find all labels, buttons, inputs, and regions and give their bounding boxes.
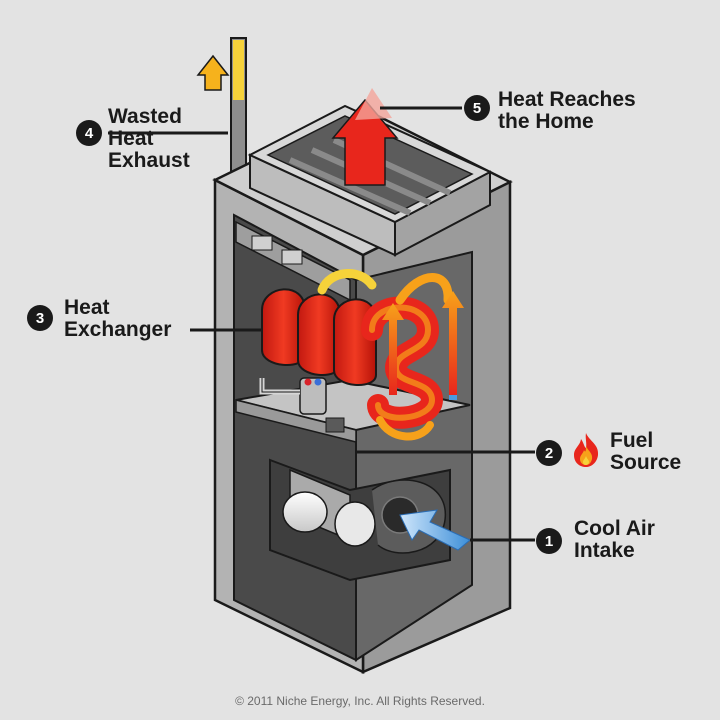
heat-flow-path	[317, 269, 453, 441]
callout-3-line-2: Exchanger	[64, 318, 172, 341]
callout-5-line-1: Heat Reaches	[498, 88, 636, 111]
callout-2-label: Fuel Source	[610, 430, 681, 474]
callout-4-line-1: Wasted	[108, 105, 182, 128]
callout-1-line-2: Intake	[574, 539, 635, 562]
callout-4-line-2: Heat	[108, 127, 154, 150]
callout-1-label: Cool Air Intake	[574, 518, 655, 562]
gas-valve	[259, 377, 345, 433]
callout-2-line-2: Source	[610, 451, 682, 474]
callout-1-line-1: Cool Air	[574, 517, 655, 540]
cool-air-arrow	[399, 509, 471, 551]
flame-icon	[574, 433, 599, 467]
exhaust-flue	[196, 37, 247, 179]
callout-2-badge: 2	[536, 440, 562, 466]
copyright-notice: © 2011 Niche Energy, Inc. All Rights Res…	[235, 694, 485, 708]
callout-4-label: Wasted Heat Exhaust	[108, 106, 190, 172]
warm-air-arrow	[331, 88, 399, 186]
callout-5-label: Heat Reaches the Home	[498, 89, 636, 133]
callout-3-badge: 3	[27, 305, 53, 331]
callout-4-badge: 4	[76, 120, 102, 146]
callout-5-line-2: the Home	[498, 110, 594, 133]
callout-2-line-1: Fuel	[610, 429, 654, 452]
callout-5-badge: 5	[464, 95, 490, 121]
callout-4-line-3: Exhaust	[108, 149, 190, 172]
callout-3-label: Heat Exchanger	[64, 297, 171, 341]
callout-3-line-1: Heat	[64, 296, 110, 319]
callout-1-badge: 1	[536, 528, 562, 554]
rising-heat-arrows	[382, 291, 464, 400]
